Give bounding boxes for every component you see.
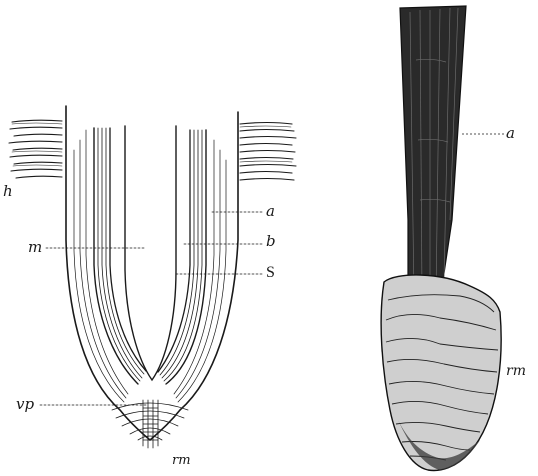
label-vp: vp <box>16 397 34 412</box>
root-hairs-right <box>240 123 296 181</box>
left-root-section <box>9 106 296 448</box>
label-b: b <box>266 234 276 249</box>
label-a-right: a <box>506 126 515 141</box>
root-hairs-left <box>9 120 62 178</box>
label-rm-right: rm <box>506 364 526 378</box>
label-a-left: a <box>266 204 275 219</box>
outer-epidermis <box>66 106 238 440</box>
label-s: S <box>266 265 275 281</box>
label-rm-left: rm <box>172 454 191 467</box>
label-h: h <box>3 184 13 199</box>
label-m: m <box>28 240 42 255</box>
pith-outline <box>125 126 176 380</box>
leader-lines-left <box>40 212 262 405</box>
right-root-exterior <box>381 6 504 470</box>
cortex-striations-right <box>174 140 226 402</box>
